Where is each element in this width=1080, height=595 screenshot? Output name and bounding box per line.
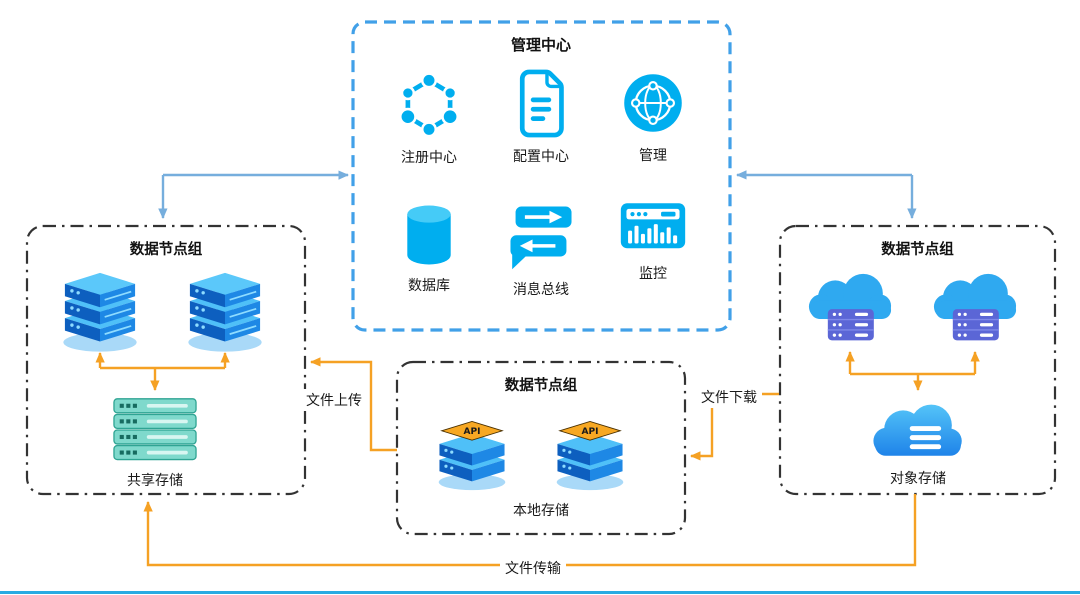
api-server-icon: API (438, 420, 506, 491)
cloud-server-icon (808, 273, 892, 341)
right-group-border (778, 224, 1057, 496)
storage-label: 对象存储 (890, 471, 946, 487)
item-label: 注册中心 (401, 150, 457, 166)
data-node-group-center: 数据节点组 API (397, 362, 685, 534)
management-item-database: 数据库 (374, 200, 484, 295)
management-left-link (158, 170, 349, 219)
storage-label: 本地存储 (513, 503, 569, 519)
management-row-2: 数据库 消息总线 (374, 200, 708, 299)
storage-label: 共享存储 (127, 473, 183, 489)
api-server-icon: API (556, 420, 624, 491)
left-group-border (25, 224, 307, 496)
upload-arrow-label: 文件上传 (301, 389, 367, 411)
item-label: 配置中心 (513, 149, 569, 165)
management-item-config: 配置中心 (486, 66, 596, 166)
bottom-rule (0, 591, 1080, 594)
cloud-server-icon (933, 273, 1017, 341)
group-title: 数据节点组 (881, 242, 954, 258)
data-node-group-right: 数据节点组 (780, 226, 1055, 494)
left-group-connectors (95, 352, 230, 391)
management-item-registry: 注册中心 (374, 66, 484, 167)
item-label: 数据库 (408, 278, 450, 294)
server-stack-icon (188, 272, 262, 352)
data-node-group-left: 数据节点组 (27, 226, 305, 494)
upload-arrow (310, 357, 397, 452)
management-item-monitor: 监控 (598, 200, 708, 283)
api-badge-text: API (582, 427, 599, 437)
management-row-1: 注册中心 配置中心 (374, 66, 708, 167)
registry-network-icon (399, 72, 459, 138)
management-title: 管理中心 (510, 36, 571, 54)
management-globe-icon (624, 74, 682, 132)
group-title: 数据节点组 (504, 378, 578, 394)
management-box-border (351, 20, 732, 332)
item-label: 消息总线 (513, 282, 569, 298)
monitor-icon (620, 203, 686, 249)
server-stack-icon (63, 272, 137, 352)
config-document-icon (519, 69, 564, 138)
object-storage-icon (873, 404, 962, 456)
management-item-message-bus: 消息总线 (486, 200, 596, 299)
management-item-manage: 管理 (598, 66, 708, 165)
right-group-connectors (845, 351, 980, 391)
management-right-link (736, 170, 917, 219)
group-title: 数据节点组 (129, 242, 203, 258)
message-bus-icon (510, 206, 572, 270)
center-group-border (395, 360, 687, 536)
item-label: 管理 (639, 148, 667, 164)
transfer-arrow-label: 文件传输 (500, 557, 566, 579)
item-label: 监控 (639, 266, 667, 282)
database-cylinder-icon (407, 205, 451, 265)
api-badge-text: API (464, 427, 481, 437)
download-arrow-label: 文件下载 (696, 386, 762, 408)
management-center-panel: 管理中心 注册中心 (352, 22, 730, 330)
shared-storage-icon (113, 398, 197, 461)
